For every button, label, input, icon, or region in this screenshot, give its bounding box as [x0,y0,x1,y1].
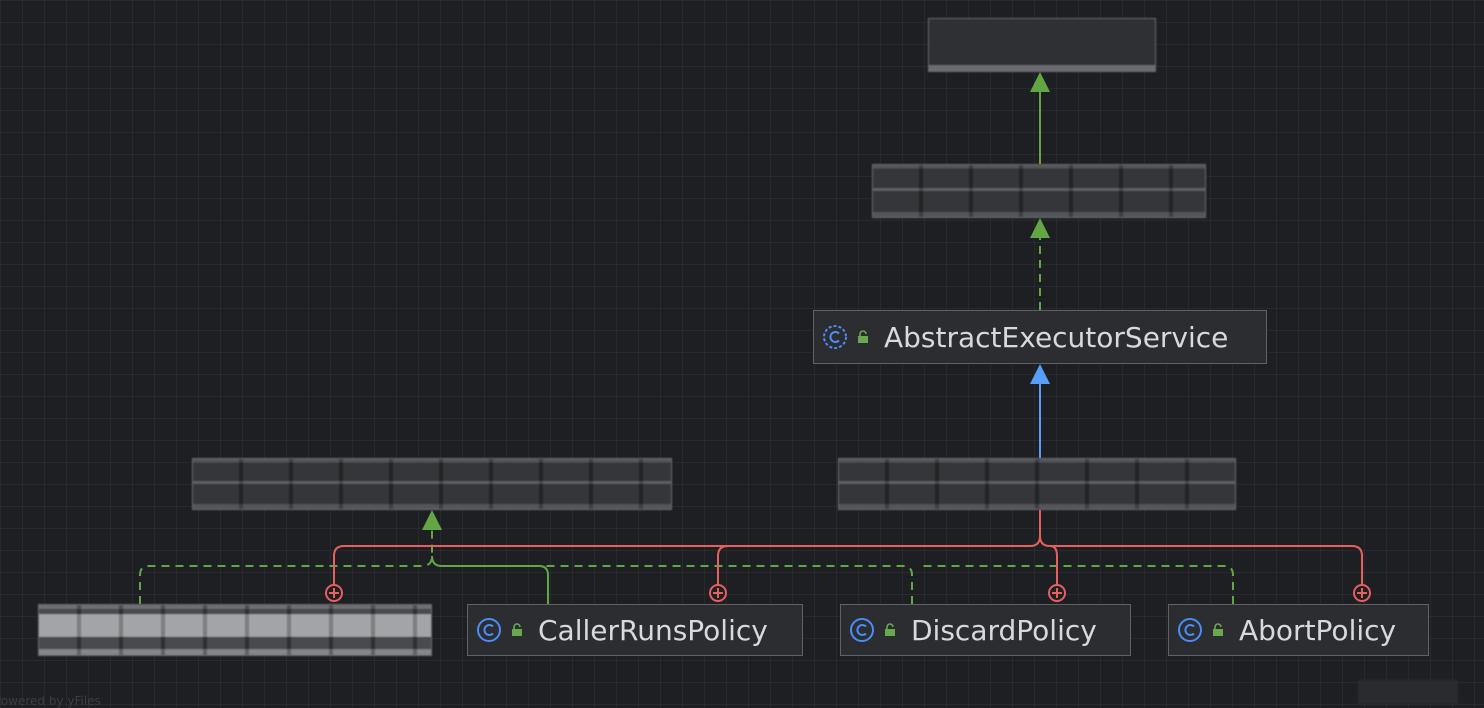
class-icon [850,618,874,642]
edge-inner-caller-runs [717,545,729,586]
inner-marker-4 [1353,584,1371,602]
public-lock-icon [512,623,522,636]
watermark: Powered by yFiles [0,694,101,708]
obscured-node-upper[interactable] [872,164,1206,218]
public-lock-icon [1213,623,1223,636]
class-icon [1178,618,1202,642]
arrowhead-extends [1030,364,1050,384]
obscured-node-top[interactable] [928,18,1156,72]
edge-implements-discard [442,565,913,604]
node-label-discard-policy: DiscardPolicy [911,613,1097,647]
obscured-node-left[interactable] [192,458,672,510]
node-label-caller-runs-policy: CallerRunsPolicy [538,613,768,647]
public-lock-icon [858,330,868,343]
obscured-node-left-policy[interactable] [38,604,432,656]
class-icon [477,618,501,642]
edge-inner-trunk [333,510,1041,586]
public-lock-icon [885,623,895,636]
inner-marker-3 [1048,584,1066,602]
node-label-abort-policy: AbortPolicy [1239,613,1397,647]
minimap-corner [1358,680,1458,704]
node-abort-policy[interactable]: AbortPolicy [1168,604,1429,656]
abstract-class-icon [823,325,847,349]
node-abstract-executor-service[interactable]: AbstractExecutorService [813,310,1267,364]
node-caller-runs-policy[interactable]: CallerRunsPolicy [467,604,803,656]
inner-marker-1 [325,584,343,602]
arrowhead-policy-interface [422,510,442,530]
edge-implements-caller-runs [431,555,549,604]
edge-inner-discard [1039,535,1058,586]
obscured-node-executor[interactable] [838,458,1236,510]
edge-implements-abort [920,565,1234,604]
edge-implements-left-policy [139,530,433,604]
node-label-abstract-executor-service: AbstractExecutorService [884,320,1229,354]
node-discard-policy[interactable]: DiscardPolicy [840,604,1131,656]
arrowhead-top [1030,72,1050,92]
arrowhead-upper [1030,218,1050,238]
inner-marker-2 [709,584,727,602]
edge-inner-abort [1050,545,1363,586]
